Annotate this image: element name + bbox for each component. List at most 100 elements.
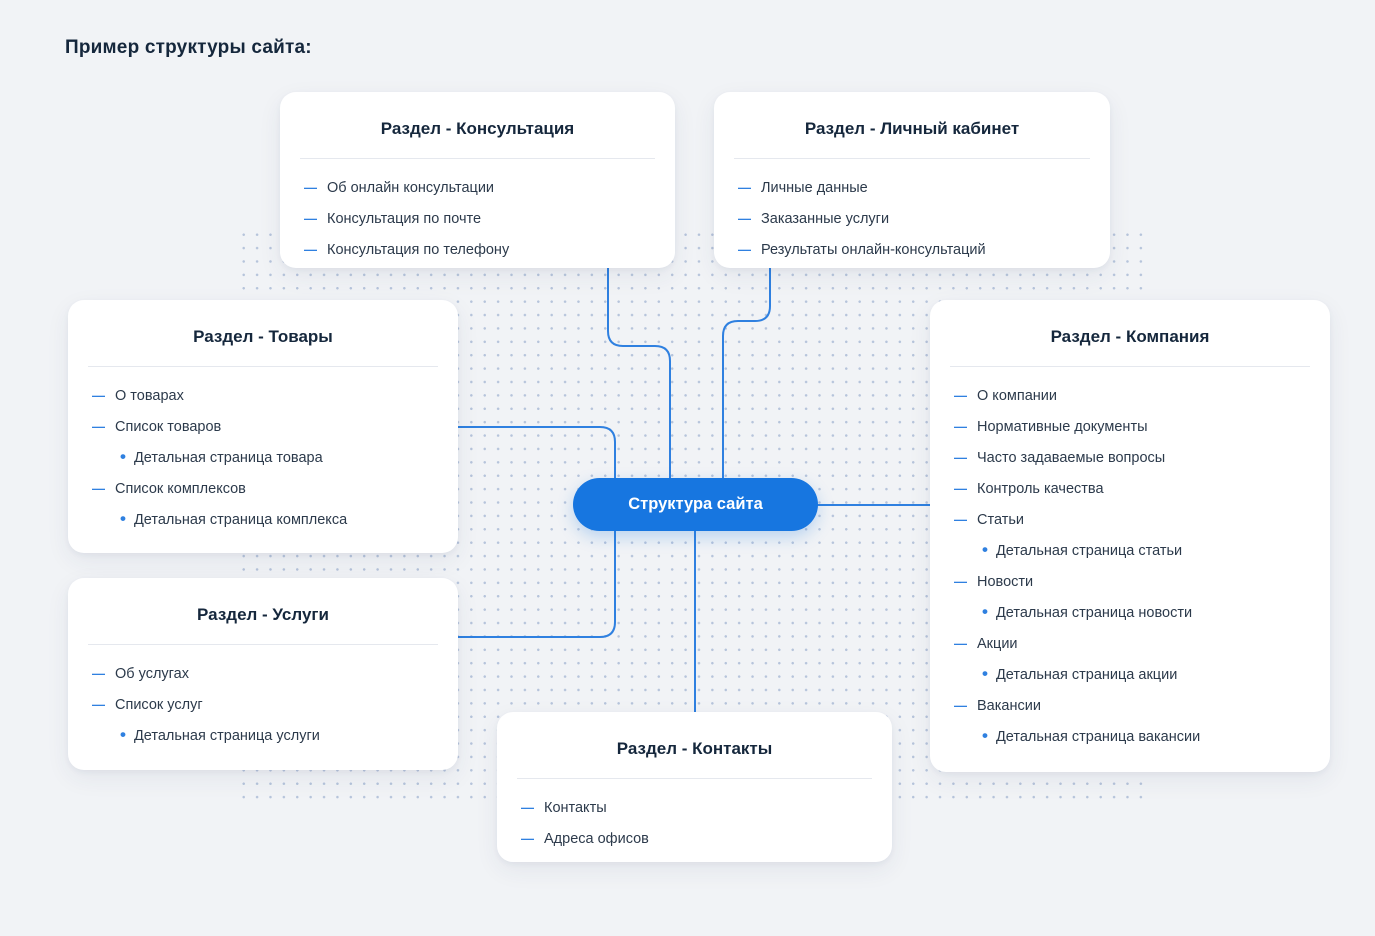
- tree-item-label: Детальная страница услуги: [133, 727, 320, 744]
- card-items: — Об онлайн консультации — Консультация …: [280, 172, 675, 265]
- card-divider: [88, 366, 438, 367]
- tree-item-label: Список комплексов: [115, 480, 246, 497]
- card-divider: [734, 158, 1090, 159]
- tree-item-label: Статьи: [977, 511, 1024, 528]
- tree-item-label: Детальная страница акции: [995, 666, 1178, 683]
- tree-item: — Новости: [930, 566, 1330, 597]
- center-node: Структура сайта: [573, 478, 818, 531]
- tree-item: — Об услугах: [68, 658, 458, 689]
- tree-item-label: Детальная страница вакансии: [995, 728, 1201, 745]
- card-title: Раздел - Контакты: [616, 739, 773, 758]
- tree-item: — О компании: [930, 380, 1330, 411]
- dash-marker-icon: —: [738, 242, 751, 257]
- tree-item: • Детальная страница вакансии: [930, 721, 1330, 752]
- card-products: Раздел - Товары — О товарах — Список тов…: [68, 300, 458, 553]
- tree-item-label: О товарах: [115, 387, 184, 404]
- card-company: Раздел - Компания — О компании — Нормати…: [930, 300, 1330, 772]
- tree-item-label: Об услугах: [115, 665, 189, 682]
- bullet-marker-icon: •: [982, 664, 988, 683]
- dash-marker-icon: —: [738, 211, 751, 226]
- card-divider: [88, 644, 438, 645]
- dash-marker-icon: —: [92, 419, 105, 434]
- tree-item: • Детальная страница статьи: [930, 535, 1330, 566]
- dash-marker-icon: —: [92, 388, 105, 403]
- dash-marker-icon: —: [954, 512, 967, 527]
- bullet-marker-icon: •: [982, 602, 988, 621]
- dash-marker-icon: —: [304, 211, 317, 226]
- tree-item: — Нормативные документы: [930, 411, 1330, 442]
- card-items: — Контакты — Адреса офисов: [497, 792, 892, 854]
- tree-item-label: Детальная страница статьи: [995, 542, 1183, 559]
- tree-item: — Личные данные: [714, 172, 1110, 203]
- tree-item-label: Контакты: [544, 799, 607, 816]
- tree-item: • Детальная страница акции: [930, 659, 1330, 690]
- tree-item-label: Детальная страница комплекса: [133, 511, 348, 528]
- bullet-marker-icon: •: [120, 725, 126, 744]
- card-divider: [950, 366, 1310, 367]
- tree-item-label: Об онлайн консультации: [327, 179, 495, 196]
- dash-marker-icon: —: [954, 698, 967, 713]
- dash-marker-icon: —: [954, 419, 967, 434]
- tree-item: — Контроль качества: [930, 473, 1330, 504]
- tree-item-label: Акции: [977, 635, 1018, 652]
- tree-item-label: Заказанные услуги: [761, 210, 890, 227]
- dash-marker-icon: —: [954, 481, 967, 496]
- card-divider: [300, 158, 655, 159]
- dash-marker-icon: —: [304, 180, 317, 195]
- card-items: — Личные данные — Заказанные услуги — Ре…: [714, 172, 1110, 265]
- tree-item: — Контакты: [497, 792, 892, 823]
- tree-item: — Список комплексов: [68, 473, 458, 504]
- dash-marker-icon: —: [954, 574, 967, 589]
- dash-marker-icon: —: [521, 800, 534, 815]
- tree-item-label: Консультация по почте: [327, 210, 482, 227]
- card-title: Раздел - Компания: [1050, 327, 1210, 346]
- tree-item-label: Адреса офисов: [544, 830, 649, 847]
- tree-item: — Консультация по почте: [280, 203, 675, 234]
- card-divider: [517, 778, 872, 779]
- tree-item: • Детальная страница услуги: [68, 720, 458, 751]
- tree-item: — Акции: [930, 628, 1330, 659]
- card-contacts: Раздел - Контакты — Контакты — Адреса оф…: [497, 712, 892, 862]
- connector-products-services: [457, 426, 616, 638]
- tree-item-label: Результаты онлайн-консультаций: [761, 241, 986, 258]
- bullet-marker-icon: •: [120, 509, 126, 528]
- tree-item-label: Список услуг: [115, 696, 203, 713]
- tree-item: — Результаты онлайн-консультаций: [714, 234, 1110, 265]
- tree-item-label: Новости: [977, 573, 1034, 590]
- tree-item-label: Нормативные документы: [977, 418, 1148, 435]
- card-title: Раздел - Товары: [193, 327, 333, 346]
- tree-item: — Об онлайн консультации: [280, 172, 675, 203]
- bullet-marker-icon: •: [982, 540, 988, 559]
- tree-item: — О товарах: [68, 380, 458, 411]
- card-items: — Об услугах — Список услуг • Детальная …: [68, 658, 458, 751]
- card-title: Раздел - Услуги: [197, 605, 329, 624]
- card-items: — О компании — Нормативные документы — Ч…: [930, 380, 1330, 752]
- tree-item: — Вакансии: [930, 690, 1330, 721]
- dash-marker-icon: —: [92, 666, 105, 681]
- card-services: Раздел - Услуги — Об услугах — Список ус…: [68, 578, 458, 770]
- center-node-label: Структура сайта: [628, 495, 763, 513]
- bullet-marker-icon: •: [982, 726, 988, 745]
- tree-item: — Заказанные услуги: [714, 203, 1110, 234]
- card-title: Раздел - Личный кабинет: [804, 119, 1020, 138]
- tree-item: — Консультация по телефону: [280, 234, 675, 265]
- tree-item: — Список товаров: [68, 411, 458, 442]
- tree-item-label: Список товаров: [115, 418, 222, 435]
- card-title: Раздел - Консультация: [380, 119, 575, 138]
- page-title: Пример структуры сайта:: [65, 36, 312, 58]
- tree-item-label: Контроль качества: [977, 480, 1104, 497]
- tree-item-label: Вакансии: [977, 697, 1041, 714]
- dash-marker-icon: —: [954, 450, 967, 465]
- tree-item: • Детальная страница комплекса: [68, 504, 458, 535]
- connector-consultation: [607, 266, 671, 481]
- dash-marker-icon: —: [92, 697, 105, 712]
- card-consultation: Раздел - Консультация — Об онлайн консул…: [280, 92, 675, 268]
- tree-item: — Статьи: [930, 504, 1330, 535]
- tree-item: • Детальная страница товара: [68, 442, 458, 473]
- dash-marker-icon: —: [304, 242, 317, 257]
- dash-marker-icon: —: [954, 636, 967, 651]
- bullet-marker-icon: •: [120, 447, 126, 466]
- tree-item-label: О компании: [977, 387, 1057, 404]
